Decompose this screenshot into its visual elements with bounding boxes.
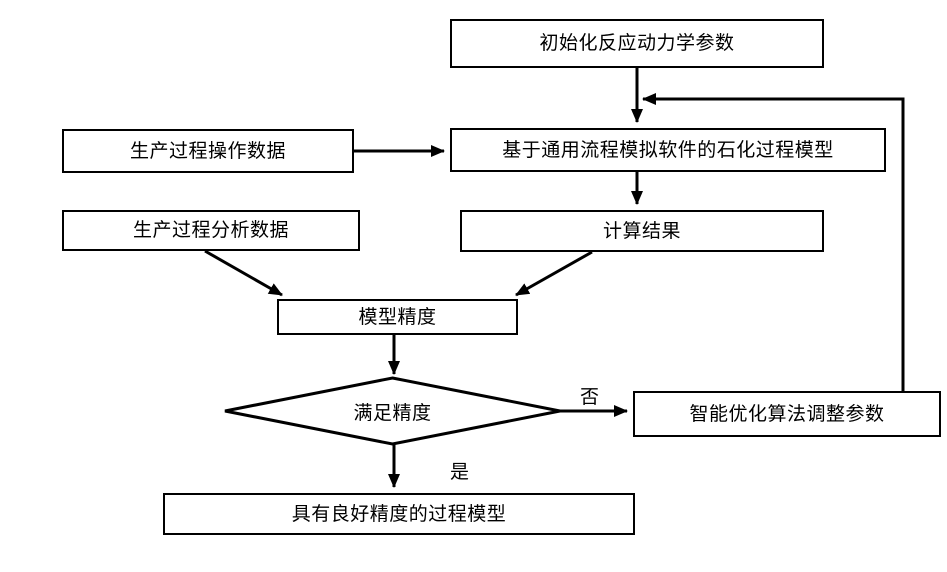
node-final-model-label: 具有良好精度的过程模型: [291, 502, 507, 525]
node-analysis-data[interactable]: 生产过程分析数据: [62, 210, 360, 251]
node-optimize-params[interactable]: 智能优化算法调整参数: [633, 391, 941, 437]
node-calc-result[interactable]: 计算结果: [460, 210, 824, 252]
node-calc-result-label: 计算结果: [602, 219, 681, 242]
node-optimize-params-label: 智能优化算法调整参数: [689, 402, 885, 425]
node-process-model-label: 基于通用流程模拟软件的石化过程模型: [502, 138, 834, 161]
edge-label-yes: 是: [450, 457, 470, 484]
edge-label-yes-text: 是: [450, 461, 470, 483]
node-model-accuracy-label: 模型精度: [358, 305, 437, 328]
node-process-model[interactable]: 基于通用流程模拟软件的石化过程模型: [450, 128, 886, 172]
edge-result-to-accuracy: [515, 250, 593, 297]
edge-optimize-feedback-to-model: [642, 93, 905, 391]
edge-label-no-text: 否: [580, 386, 600, 408]
node-operation-data-label: 生产过程操作数据: [129, 139, 286, 162]
node-analysis-data-label: 生产过程分析数据: [132, 219, 289, 242]
node-accuracy-check-label: 满足精度: [353, 401, 432, 424]
edge-analysisdata-to-accuracy: [204, 249, 283, 297]
node-model-accuracy[interactable]: 模型精度: [277, 299, 518, 335]
node-operation-data[interactable]: 生产过程操作数据: [62, 129, 354, 173]
node-final-model[interactable]: 具有良好精度的过程模型: [163, 493, 635, 535]
edge-label-no: 否: [580, 382, 600, 409]
node-accuracy-check[interactable]: 满足精度: [225, 396, 560, 426]
node-init-params[interactable]: 初始化反应动力学参数: [450, 19, 824, 68]
node-init-params-label: 初始化反应动力学参数: [539, 32, 735, 55]
